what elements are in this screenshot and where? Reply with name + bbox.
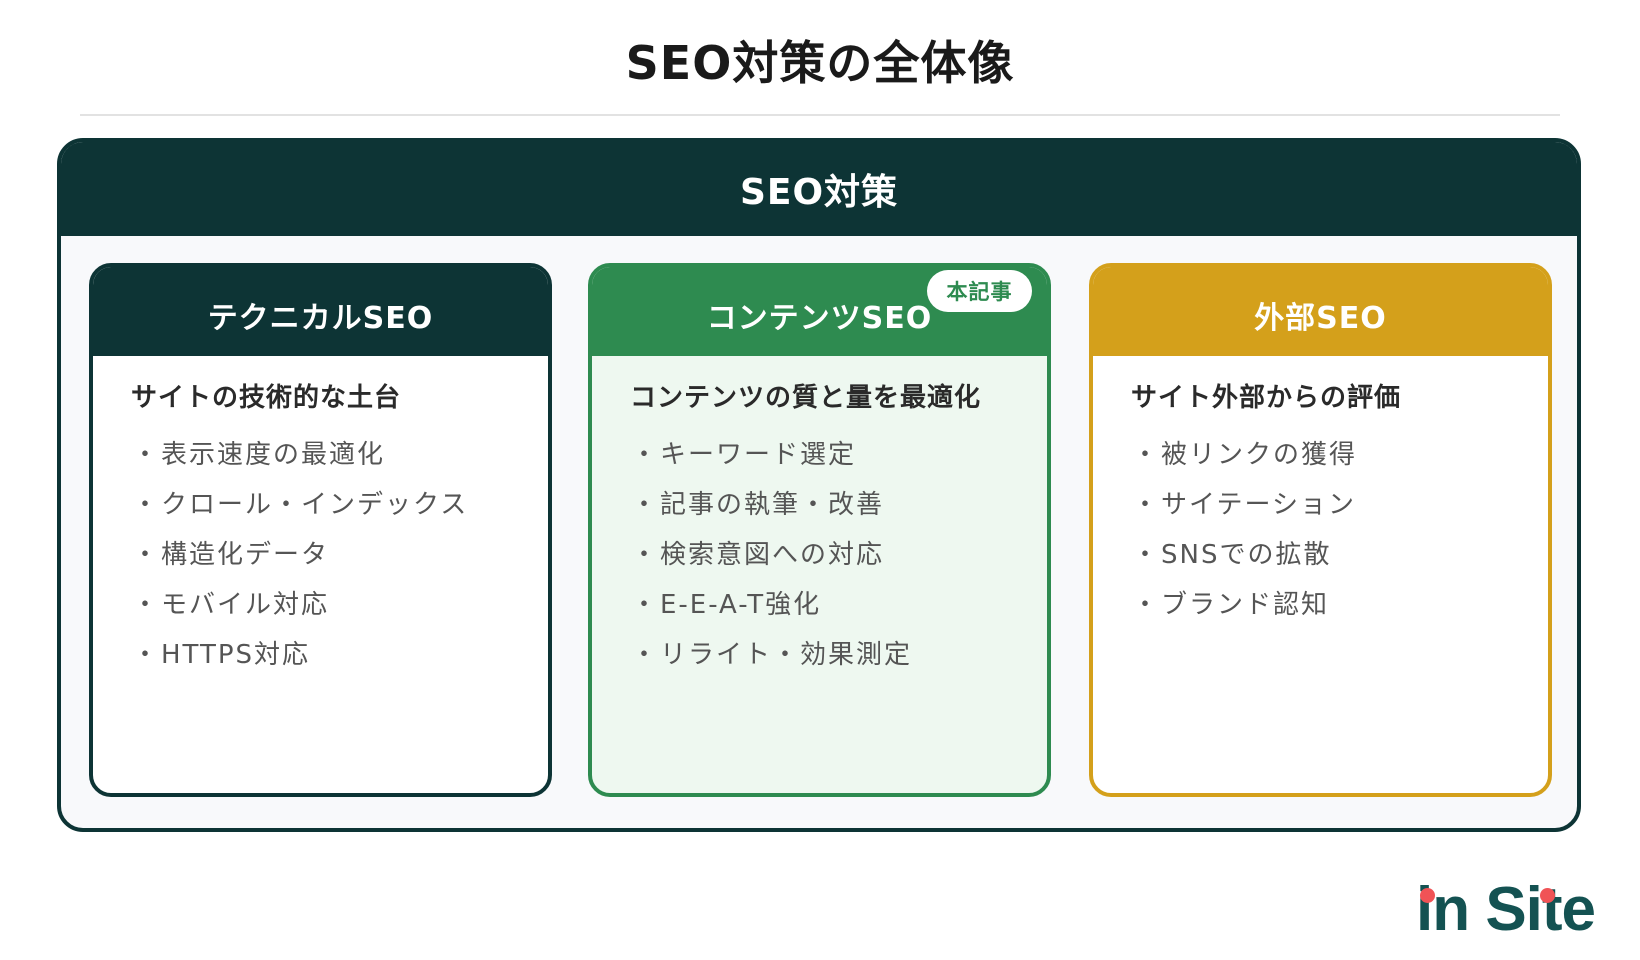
bullet-icon: ・ <box>630 590 659 620</box>
title-divider <box>80 114 1560 116</box>
list-item: ・ブランド認知 <box>1131 580 1548 630</box>
bullet-icon: ・ <box>1131 590 1160 620</box>
list-item: ・キーワード選定 <box>630 430 1047 480</box>
list-item: ・表示速度の最適化 <box>131 430 548 480</box>
list-item: ・HTTPS対応 <box>131 630 548 680</box>
bullet-icon: ・ <box>1131 440 1160 470</box>
bullet-icon: ・ <box>630 640 659 670</box>
card-subtitle: サイトの技術的な土台 <box>131 383 402 413</box>
logo-dot-icon <box>1540 888 1555 903</box>
list-item: ・リライト・効果測定 <box>630 630 1047 680</box>
card-title: コンテンツSEO <box>706 300 933 336</box>
card-technical-seo: テクニカルSEO サイトの技術的な土台 ・表示速度の最適化 ・クロール・インデッ… <box>89 263 552 797</box>
card-list: ・表示速度の最適化 ・クロール・インデックス ・構造化データ ・モバイル対応 ・… <box>131 430 548 680</box>
list-item: ・E-E-A-T強化 <box>630 580 1047 630</box>
list-item: ・クロール・インデックス <box>131 480 548 530</box>
list-item: ・被リンクの獲得 <box>1131 430 1548 480</box>
card-list: ・キーワード選定 ・記事の執筆・改善 ・検索意図への対応 ・E-E-A-T強化 … <box>630 430 1047 680</box>
bullet-icon: ・ <box>630 490 659 520</box>
bullet-icon: ・ <box>1131 490 1160 520</box>
bullet-icon: ・ <box>131 640 160 670</box>
outer-title: SEO対策 <box>739 172 899 213</box>
list-item: ・検索意図への対応 <box>630 530 1047 580</box>
bullet-icon: ・ <box>131 590 160 620</box>
page-title: SEO対策の全体像 <box>625 36 1015 90</box>
insite-logo: in Site <box>1416 879 1626 941</box>
card-subtitle: コンテンツの質と量を最適化 <box>630 383 982 413</box>
bullet-icon: ・ <box>131 540 160 570</box>
logo-text: in Site <box>1416 875 1596 944</box>
card-title: テクニカルSEO <box>207 300 434 336</box>
card-body: コンテンツの質と量を最適化 ・キーワード選定 ・記事の執筆・改善 ・検索意図への… <box>592 356 1047 680</box>
logo-dot-icon <box>1420 888 1435 903</box>
bullet-icon: ・ <box>131 440 160 470</box>
card-header: コンテンツSEO 本記事 <box>592 267 1047 356</box>
bullet-icon: ・ <box>630 440 659 470</box>
outer-header: SEO対策 <box>61 142 1577 236</box>
bullet-icon: ・ <box>1131 540 1160 570</box>
card-header: 外部SEO <box>1093 267 1548 356</box>
card-body: サイトの技術的な土台 ・表示速度の最適化 ・クロール・インデックス ・構造化デー… <box>93 356 548 680</box>
card-external-seo: 外部SEO サイト外部からの評価 ・被リンクの獲得 ・サイテーション ・SNSで… <box>1089 263 1552 797</box>
bullet-icon: ・ <box>630 540 659 570</box>
card-header: テクニカルSEO <box>93 267 548 356</box>
this-article-badge: 本記事 <box>927 270 1032 312</box>
card-subtitle: サイト外部からの評価 <box>1131 383 1402 413</box>
list-item: ・記事の執筆・改善 <box>630 480 1047 530</box>
card-content-seo: コンテンツSEO 本記事 コンテンツの質と量を最適化 ・キーワード選定 ・記事の… <box>588 263 1051 797</box>
list-item: ・構造化データ <box>131 530 548 580</box>
card-list: ・被リンクの獲得 ・サイテーション ・SNSでの拡散 ・ブランド認知 <box>1131 430 1548 630</box>
card-body: サイト外部からの評価 ・被リンクの獲得 ・サイテーション ・SNSでの拡散 ・ブ… <box>1093 356 1548 630</box>
list-item: ・サイテーション <box>1131 480 1548 530</box>
list-item: ・SNSでの拡散 <box>1131 530 1548 580</box>
card-title: 外部SEO <box>1254 300 1387 336</box>
bullet-icon: ・ <box>131 490 160 520</box>
list-item: ・モバイル対応 <box>131 580 548 630</box>
